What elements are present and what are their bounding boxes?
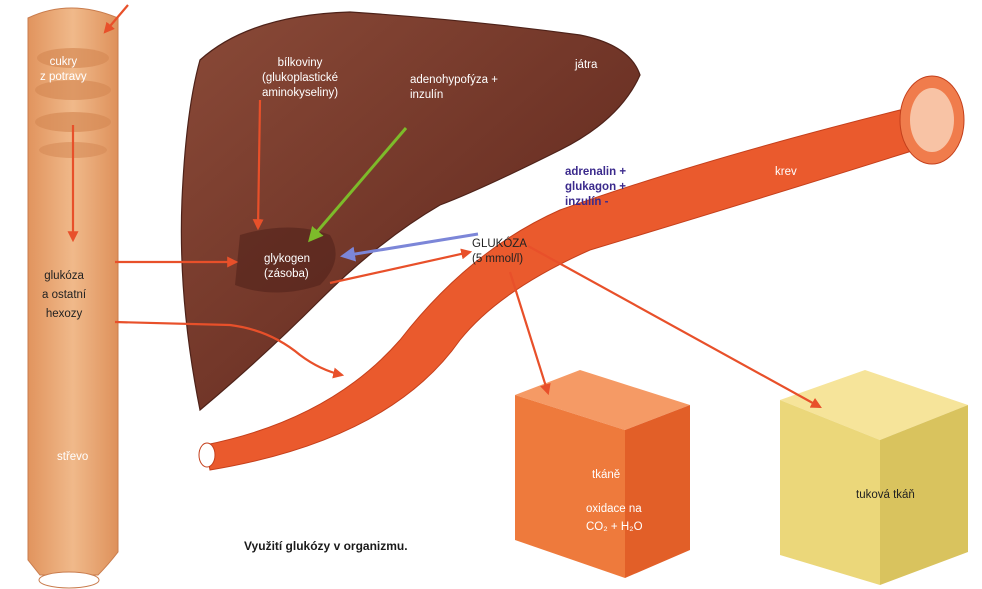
label-line: glykogen xyxy=(264,252,310,267)
arrow-glucose-tissues xyxy=(510,272,548,393)
label-line: z potravy xyxy=(40,70,87,85)
label-line: hexozy xyxy=(42,305,86,324)
label-intestine: střevo xyxy=(57,450,88,465)
label-line: adrenalin + xyxy=(565,165,626,180)
label-oxidation-formula: CO₂ + H₂O xyxy=(586,520,643,535)
label-line: bílkoviny xyxy=(262,56,338,71)
label-glycogen: glykogen (zásoba) xyxy=(264,252,310,282)
label-line: a ostatní xyxy=(42,286,86,305)
label-line: glukóza xyxy=(42,267,86,286)
label-hormones: adrenalin + glukagon + inzulín - xyxy=(565,165,626,210)
label-adenohypophysis: adenohypofýza + inzulín xyxy=(410,73,498,103)
label-line: (zásoba) xyxy=(264,267,310,282)
label-line: (5 mmol/l) xyxy=(472,252,527,267)
label-oxidation: oxidace na xyxy=(586,502,642,517)
diagram-caption: Využití glukózy v organizmu. xyxy=(244,539,408,553)
label-fat-tissue: tuková tkáň xyxy=(856,488,915,503)
label-blood: krev xyxy=(775,165,797,180)
label-tissues: tkáně xyxy=(592,468,620,483)
label-line: glukagon + xyxy=(565,180,626,195)
label-line: GLUKÓZA xyxy=(472,237,527,252)
label-line: inzulín xyxy=(410,88,498,103)
label-liver: játra xyxy=(575,58,597,73)
label-sugar-from-food: cukry z potravy xyxy=(40,55,87,85)
label-line: cukry xyxy=(40,55,87,70)
label-line: (glukoplastické xyxy=(262,71,338,86)
label-glucose-hexoses: glukóza a ostatní hexozy xyxy=(42,267,86,324)
fat-tissue-cube xyxy=(780,370,968,585)
label-line: adenohypofýza + xyxy=(410,73,498,88)
label-glucose: GLUKÓZA (5 mmol/l) xyxy=(472,237,527,267)
label-line: aminokyseliny) xyxy=(262,86,338,101)
label-proteins: bílkoviny (glukoplastické aminokyseliny) xyxy=(262,56,338,101)
label-line: inzulín - xyxy=(565,195,626,210)
